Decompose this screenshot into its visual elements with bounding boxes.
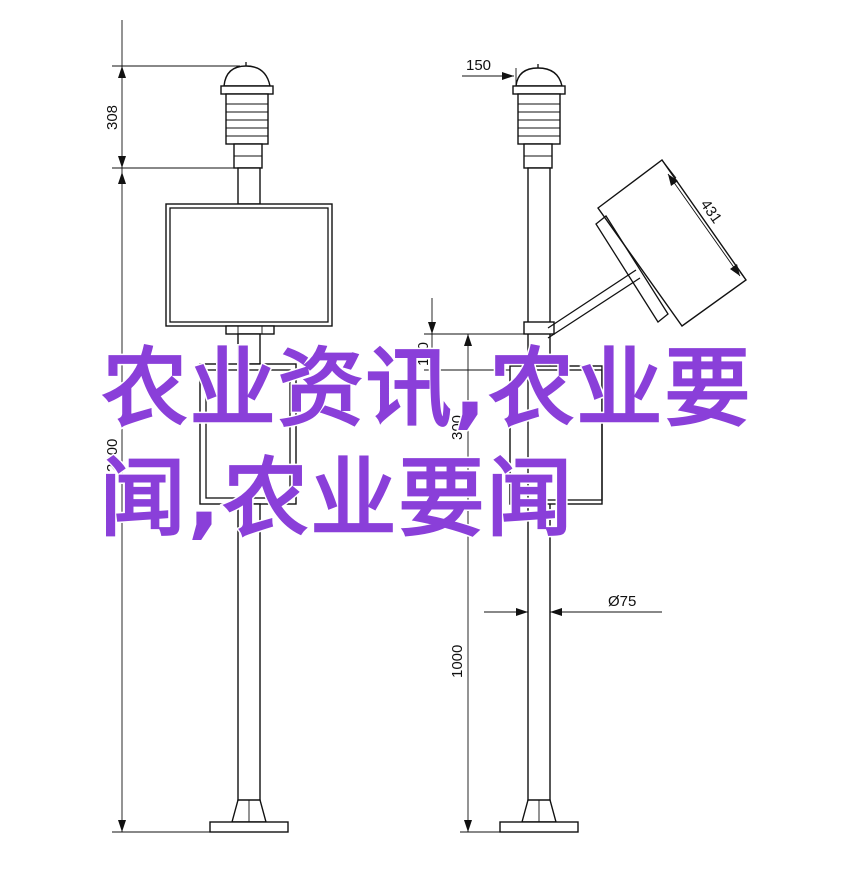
dim-1000-label: 1000 <box>449 645 466 678</box>
dim-2000-label: 2000 <box>104 439 121 472</box>
right-clamp <box>523 269 641 339</box>
dim-75-label: Ø75 <box>608 593 636 610</box>
right-base <box>499 799 579 833</box>
left-view: 308 2000 <box>104 20 333 833</box>
dim-110-300: 110 300 <box>415 298 524 500</box>
left-display-panel <box>165 203 333 335</box>
dim-150-label: 150 <box>466 57 491 74</box>
left-control-box <box>199 363 297 505</box>
right-control-box <box>509 365 603 505</box>
dim-110-label: 110 <box>415 342 432 366</box>
left-lower-pole <box>237 503 261 823</box>
dim-150: 150 <box>462 57 517 90</box>
right-view: 150 <box>415 57 747 833</box>
left-vertical-dimension: 308 2000 <box>104 20 240 833</box>
dim-diameter-75: Ø75 <box>484 593 662 616</box>
left-upper-pole <box>237 167 261 205</box>
dim-308-label: 308 <box>104 105 121 130</box>
overlay-title-line-2: 闻,农业要闻 <box>98 449 575 549</box>
left-sensor-head <box>220 62 274 169</box>
dim-300-label: 300 <box>449 415 466 440</box>
dim-1000: 1000 <box>449 508 500 833</box>
left-base <box>209 799 289 833</box>
right-sensor-head <box>512 64 566 169</box>
overlay-title-line-1: 农业资讯,农业要 <box>100 339 753 439</box>
